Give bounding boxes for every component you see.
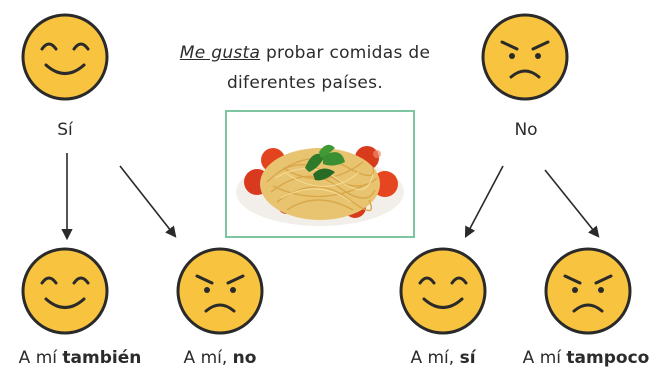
response-label-tambien: A mí también	[18, 348, 142, 368]
response-label-no: A mí, no	[183, 348, 257, 368]
arrow-no-tampoco	[544, 169, 600, 238]
response-label-si: A mí, sí	[410, 348, 476, 368]
happy-face-icon	[20, 12, 110, 102]
statement-rest: probar comidas de diferentes países.	[226, 43, 431, 93]
happy-face-icon	[398, 246, 488, 336]
angry-face-icon	[480, 12, 570, 102]
arrow-si-no	[119, 165, 177, 238]
arrow-no-si	[464, 165, 504, 238]
angry-face-icon	[175, 246, 265, 336]
statement-phrase: Me gusta	[179, 43, 261, 63]
response-label-tampoco: A mí tampoco	[522, 348, 650, 368]
label-no: No	[514, 120, 538, 140]
spaghetti-image	[225, 110, 415, 238]
label-si: Sí	[57, 120, 73, 140]
statement-text: Me gusta probar comidas de diferentes pa…	[140, 38, 470, 98]
happy-face-icon	[20, 246, 110, 336]
angry-face-icon	[543, 246, 633, 336]
